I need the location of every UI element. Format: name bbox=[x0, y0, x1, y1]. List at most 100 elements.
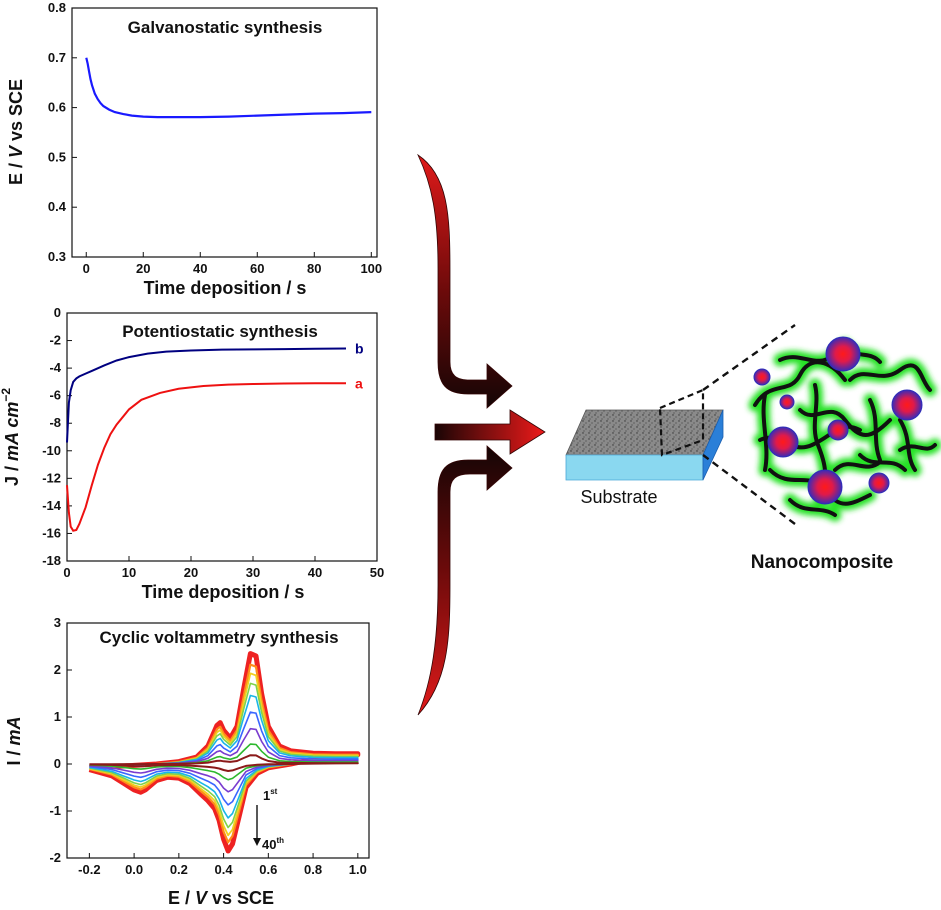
cv-x-tick-label: 1.0 bbox=[349, 862, 367, 877]
galvanostatic-x-tick-label: 100 bbox=[360, 261, 382, 276]
potentiostatic-series-b-line bbox=[66, 347, 347, 443]
potentiostatic-y-tick-label: -14 bbox=[42, 498, 62, 513]
potentiostatic-x-tick-label: 0 bbox=[63, 565, 70, 580]
polymer-chain bbox=[848, 363, 932, 392]
cv-title: Cyclic voltammetry synthesis bbox=[99, 628, 338, 647]
nanocomposite-illustration: Nanocomposite bbox=[748, 336, 941, 573]
cv-cycle-curve bbox=[89, 754, 359, 772]
polymer-chain bbox=[753, 360, 847, 407]
zoom-line-bottom bbox=[702, 454, 796, 525]
polymer-chain bbox=[798, 408, 892, 437]
substrate-front-face bbox=[565, 454, 704, 481]
cv-x-tick-label: 0.8 bbox=[304, 862, 322, 877]
cv-cycle-arrowhead-icon bbox=[253, 838, 261, 846]
potentiostatic-y-tick-label: -6 bbox=[49, 388, 61, 403]
galvanostatic-title: Galvanostatic synthesis bbox=[128, 18, 323, 37]
potentiostatic-y-tick-label: -4 bbox=[49, 360, 61, 375]
galvanostatic-x-axis-label: Time deposition / s bbox=[144, 278, 307, 298]
polymer-chain bbox=[858, 453, 907, 472]
cv-y-tick-label: 1 bbox=[54, 709, 61, 724]
top-arrow-icon bbox=[417, 153, 513, 409]
polymer-chain bbox=[833, 460, 882, 472]
substrate-label: Substrate bbox=[580, 487, 657, 507]
bottom-arrow-icon bbox=[417, 445, 513, 716]
potentiostatic-x-tick-label: 20 bbox=[184, 565, 198, 580]
cv-y-tick-label: 2 bbox=[54, 662, 61, 677]
polymer-chains bbox=[753, 343, 937, 517]
polymer-chain bbox=[898, 443, 937, 452]
cv-x-tick-label: 0.0 bbox=[125, 862, 143, 877]
substrate-side-face bbox=[702, 409, 724, 481]
cv-x-tick-label: -0.2 bbox=[78, 862, 100, 877]
potentiostatic-y-tick-label: -16 bbox=[42, 525, 61, 540]
nanoparticle bbox=[767, 426, 799, 458]
process-arrows bbox=[417, 153, 546, 716]
polymer-chain bbox=[788, 498, 837, 517]
galvanostatic-x-tick-label: 80 bbox=[307, 261, 321, 276]
nanoparticle bbox=[825, 336, 861, 372]
zoom-line-top bbox=[702, 324, 796, 391]
potentiostatic-y-tick-label: 0 bbox=[54, 305, 61, 320]
galvanostatic-x-tick-label: 20 bbox=[136, 261, 150, 276]
cv-y-axis-label: I / mA bbox=[4, 716, 24, 765]
potentiostatic-y-tick-label: -10 bbox=[42, 443, 61, 458]
nanoparticle bbox=[753, 368, 771, 386]
polymer-chain bbox=[761, 393, 769, 472]
middle-arrow-icon bbox=[434, 409, 546, 455]
cv-x-tick-label: 0.2 bbox=[170, 862, 188, 877]
nanocomposite-label: Nanocomposite bbox=[751, 552, 894, 573]
galvanostatic-y-tick-label: 0.7 bbox=[48, 50, 66, 65]
cv-y-tick-label: 0 bbox=[54, 756, 61, 771]
cv-x-tick-label: 0.6 bbox=[259, 862, 277, 877]
nanoparticle bbox=[779, 394, 795, 410]
potentiostatic-y-tick-label: -8 bbox=[49, 415, 61, 430]
cv-y-tick-label: -1 bbox=[49, 803, 61, 818]
galvanostatic-y-tick-label: 0.5 bbox=[48, 149, 66, 164]
nanoparticle bbox=[891, 389, 923, 421]
potentiostatic-series-a-label: a bbox=[355, 375, 363, 391]
galvanostatic-x-tick-label: 0 bbox=[83, 261, 90, 276]
galvanostatic-axes: 0 20 40 60 80 100 0.3 0.4 0.5 0.6 0.7 0.8 bbox=[48, 0, 382, 276]
potentiostatic-title: Potentiostatic synthesis bbox=[122, 322, 318, 341]
galvanostatic-x-tick-label: 40 bbox=[193, 261, 207, 276]
potentiostatic-y-tick-label: -2 bbox=[49, 333, 61, 348]
potentiostatic-series-a-line bbox=[66, 382, 346, 532]
galvanostatic-series bbox=[85, 57, 372, 119]
potentiostatic-series: ba bbox=[66, 341, 364, 532]
potentiostatic-x-tick-label: 40 bbox=[308, 565, 322, 580]
galvanostatic-y-tick-label: 0.3 bbox=[48, 249, 66, 264]
cv-panel: Cyclic voltammetry synthesis -0.2 0.0 0.2 0… bbox=[4, 615, 370, 908]
polymer-chain bbox=[868, 398, 882, 462]
galvanostatic-y-tick-label: 0.4 bbox=[48, 199, 67, 214]
nanoparticles bbox=[753, 336, 923, 505]
galvanostatic-plot-frame bbox=[71, 7, 378, 258]
nanoparticle bbox=[868, 472, 890, 494]
substrate-top-surface bbox=[565, 409, 724, 456]
potentiostatic-x-tick-label: 50 bbox=[370, 565, 384, 580]
potentiostatic-x-axis-label: Time deposition / s bbox=[142, 582, 305, 602]
nanoparticle bbox=[827, 419, 849, 441]
potentiostatic-series-b-label: b bbox=[355, 341, 364, 357]
cv-x-tick-label: 0.4 bbox=[215, 862, 234, 877]
cv-first-cycle-label: 1st bbox=[263, 787, 278, 803]
potentiostatic-y-axis-label: J / mA cm−2 bbox=[0, 388, 22, 486]
galvanostatic-y-tick-label: 0.8 bbox=[48, 0, 66, 15]
galvanostatic-potential-line bbox=[85, 57, 372, 119]
cv-last-cycle-label: 40th bbox=[262, 836, 284, 852]
cv-x-axis-label: E / V vs SCE bbox=[168, 888, 274, 908]
nanoparticle bbox=[807, 469, 843, 505]
cv-plot-frame bbox=[66, 622, 370, 859]
galvanostatic-y-tick-label: 0.6 bbox=[48, 100, 66, 115]
cv-y-tick-label: 3 bbox=[54, 615, 61, 630]
substrate-block: Substrate bbox=[565, 388, 724, 507]
cv-cycle-curve bbox=[89, 682, 359, 829]
galvanostatic-x-tick-label: 60 bbox=[250, 261, 264, 276]
zoom-region-outline bbox=[658, 388, 705, 457]
potentiostatic-x-tick-label: 10 bbox=[122, 565, 136, 580]
potentiostatic-y-tick-label: -18 bbox=[42, 553, 61, 568]
